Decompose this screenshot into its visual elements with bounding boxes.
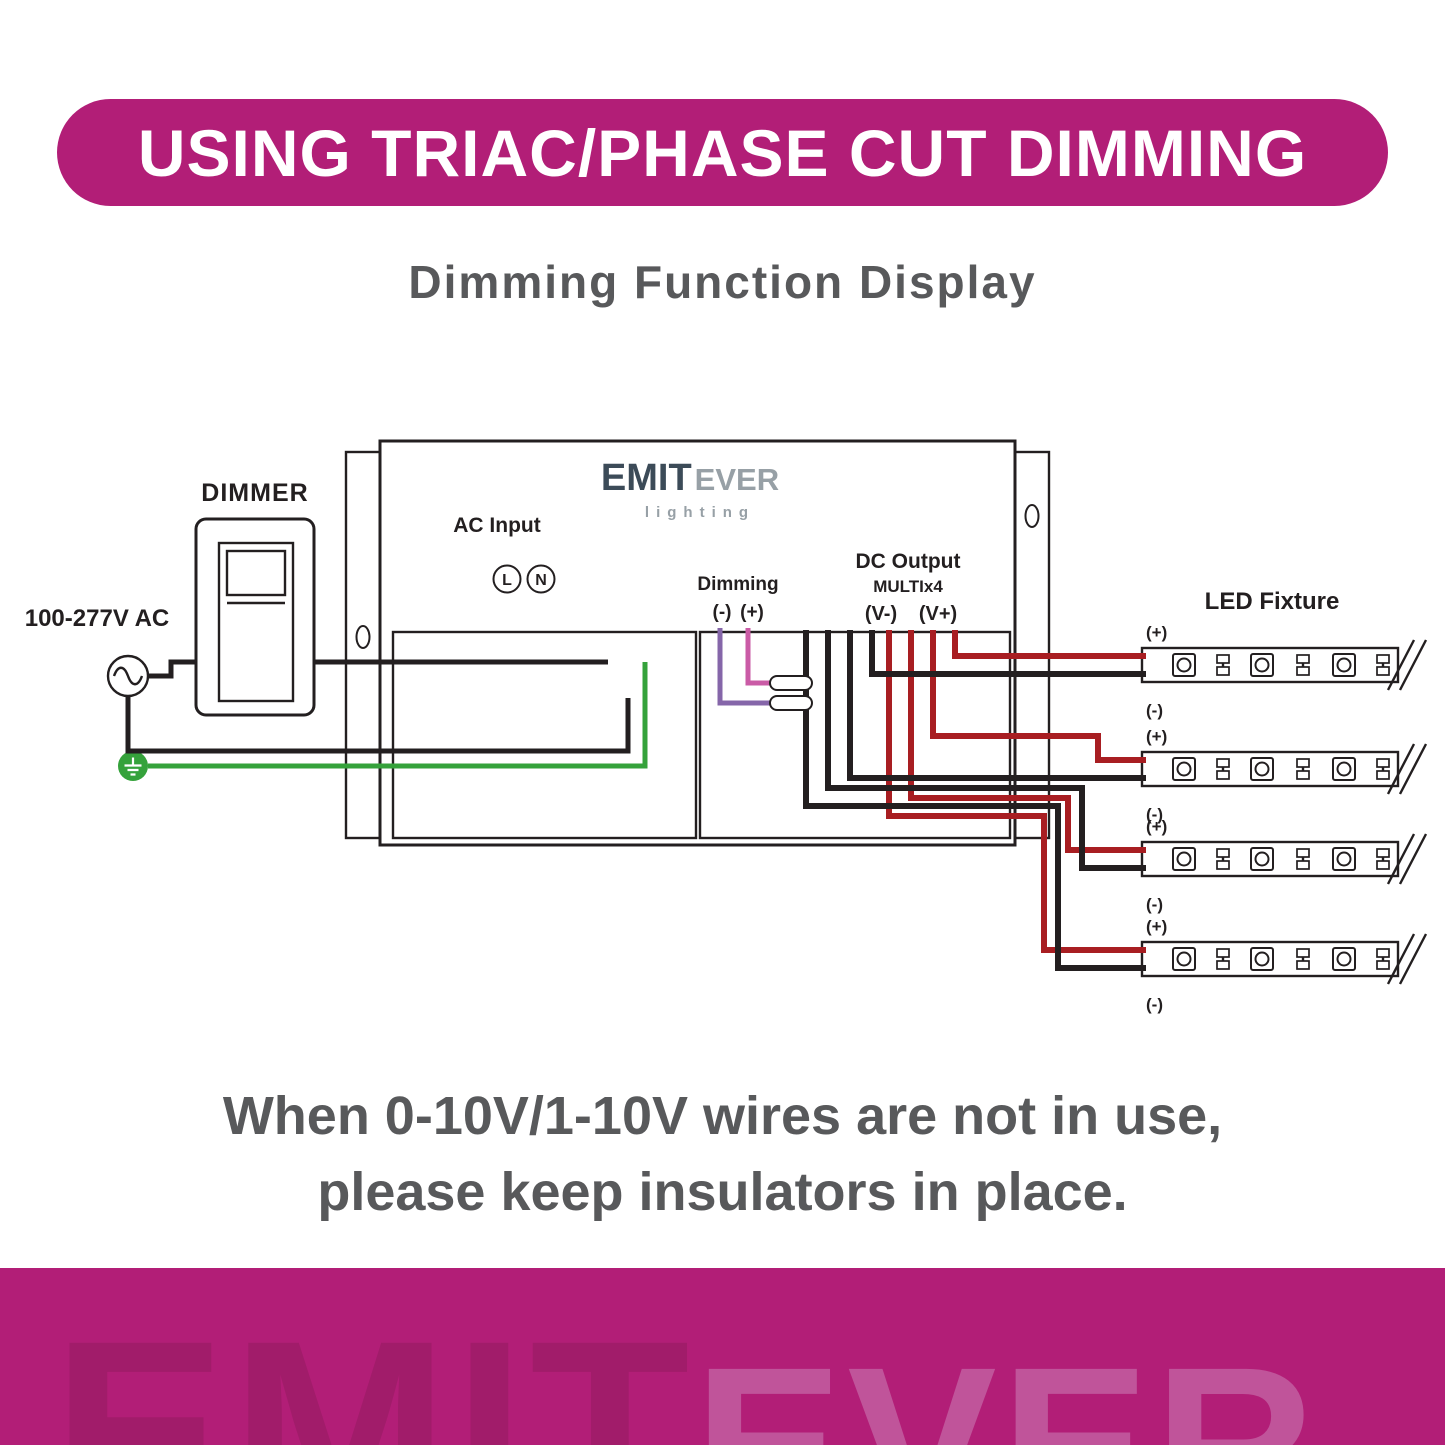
neutral-wire	[125, 696, 631, 754]
strip3-minus-label: (-)	[1146, 895, 1163, 914]
dc-black-wire-3	[825, 630, 1146, 871]
brand-secondary: EVER	[695, 462, 779, 497]
led-strip-1	[1142, 640, 1426, 690]
insulator-cap-2	[769, 695, 813, 711]
terminal-l	[492, 564, 522, 594]
dc-red-wire-3	[908, 630, 1146, 853]
brand-logo: EMITEVER	[601, 457, 779, 499]
strip3-plus-label: (+)	[1146, 817, 1167, 836]
insulator-cap-1	[769, 675, 813, 691]
footer-band: EMITEVER	[0, 1268, 1445, 1445]
dimmer-switch: DIMMER	[194, 479, 316, 717]
terminal-n-label: N	[535, 572, 547, 589]
note-line-2: please keep insulators in place.	[317, 1162, 1128, 1222]
dimming-plus-label: (+)	[740, 602, 764, 623]
dc-red-wire-2	[930, 630, 1146, 763]
dc-plus-label: (V+)	[919, 603, 957, 625]
strip4-minus-label: (-)	[1146, 995, 1163, 1014]
banner-title: USING TRIAC/PHASE CUT DIMMING	[137, 115, 1308, 190]
dc-red-wire-1	[952, 630, 1146, 659]
subtitle: Dimming Function Display	[408, 256, 1037, 308]
flange-hole-right	[1024, 504, 1040, 528]
ground-symbol	[124, 757, 142, 776]
dimmer-paddle	[225, 549, 287, 597]
dimming-plus-wire	[745, 628, 772, 686]
dimming-label: Dimming	[697, 574, 778, 595]
dc-black-wire-1	[869, 630, 1146, 677]
strip2-plus-label: (+)	[1146, 727, 1167, 746]
note-line-1: When 0-10V/1-10V wires are not in use,	[222, 1086, 1223, 1146]
brand-primary: EMIT	[601, 457, 692, 499]
dc-minus-label: (V-)	[865, 603, 897, 625]
note: When 0-10V/1-10V wires are not in use, p…	[0, 1078, 1445, 1230]
ac-input-label: AC Input	[453, 514, 540, 537]
led-fixture-label: LED Fixture	[1205, 588, 1340, 615]
dc-output-channels-label: MULTIx4	[873, 577, 943, 596]
led-strip-3	[1142, 834, 1426, 884]
dc-output-label: DC Output	[856, 550, 961, 573]
wiring	[125, 628, 1146, 971]
dimming-minus-wire	[717, 628, 772, 706]
watermark-primary: EMIT	[52, 1286, 694, 1445]
ac-source: 100-277V AC	[25, 605, 170, 698]
flange-hole-left	[355, 625, 371, 649]
ac-line-wire	[148, 659, 197, 679]
ground-wire	[148, 662, 648, 769]
terminal-n	[526, 564, 556, 594]
brand-tagline: lighting	[645, 504, 755, 521]
strip1-plus-label: (+)	[1146, 623, 1167, 642]
strip1-minus-label: (-)	[1146, 701, 1163, 720]
terminal-l-label: L	[502, 572, 512, 589]
dc-black-wire-4	[803, 630, 1146, 971]
dc-black-wire-2	[847, 630, 1146, 781]
dc-red-wire-4	[886, 630, 1146, 953]
led-fixtures: LED Fixture (+) (-) (+) (-) (+) (-) (+) …	[1142, 588, 1426, 1014]
strip2-minus-label: (-)	[1146, 805, 1163, 824]
led-strip-4	[1142, 934, 1426, 984]
brand-watermark: EMITEVER	[52, 1302, 1320, 1445]
led-strip-2	[1142, 744, 1426, 794]
ac-voltage-label: 100-277V AC	[25, 605, 170, 632]
watermark-secondary: EVER	[694, 1321, 1320, 1445]
led-driver: EMITEVER lighting AC Input L N Dimming (…	[344, 439, 1051, 847]
dimmer-label: DIMMER	[201, 479, 308, 507]
dimming-minus-label: (-)	[713, 602, 732, 623]
sine-wave-icon	[112, 666, 144, 686]
strip4-plus-label: (+)	[1146, 917, 1167, 936]
title-banner: USING TRIAC/PHASE CUT DIMMING	[57, 99, 1388, 206]
ground	[118, 751, 148, 781]
